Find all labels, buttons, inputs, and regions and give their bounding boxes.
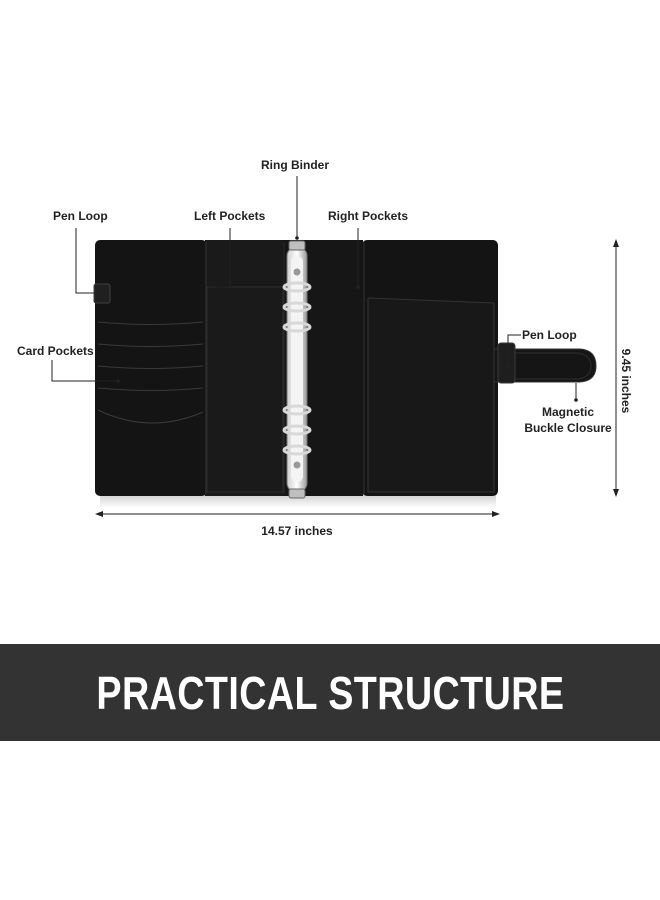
ring-clasp-top bbox=[288, 240, 306, 251]
rivet bbox=[293, 461, 301, 469]
magnetic-label-line2: Buckle Closure bbox=[524, 421, 612, 435]
height-dimension-arrow bbox=[613, 239, 619, 497]
right-pockets-label: Right Pockets bbox=[328, 209, 409, 223]
pen-loop-right-label: Pen Loop bbox=[522, 328, 577, 342]
binder-illustration bbox=[51, 176, 619, 517]
left-inner-panel bbox=[205, 240, 285, 496]
banner-title: PRACTICAL STRUCTURE bbox=[95, 666, 565, 719]
card-pockets-label: Card Pockets bbox=[17, 344, 94, 358]
ring-binder-label: Ring Binder bbox=[261, 158, 329, 172]
magnetic-strap bbox=[493, 348, 597, 383]
width-dimension-arrow bbox=[95, 511, 500, 517]
rivet bbox=[293, 268, 301, 276]
callout-lines bbox=[51, 176, 577, 400]
right-pocket bbox=[367, 297, 495, 493]
ring bbox=[282, 281, 312, 293]
ring bbox=[282, 321, 312, 333]
ring bbox=[282, 424, 312, 436]
left-pocket bbox=[206, 286, 284, 493]
binder-body bbox=[93, 240, 597, 496]
height-dimension-label: 9.45 inches bbox=[619, 348, 633, 414]
left-pockets-label: Left Pockets bbox=[194, 209, 266, 223]
title-banner: PRACTICAL STRUCTURE bbox=[0, 644, 660, 741]
ring-mechanism bbox=[282, 240, 312, 499]
ring bbox=[282, 444, 312, 456]
width-dimension-label: 14.57 inches bbox=[261, 524, 333, 538]
pen-loop-left-label: Pen Loop bbox=[53, 209, 108, 223]
right-pen-loop bbox=[497, 342, 516, 384]
ring-clasp-bottom bbox=[288, 488, 306, 499]
binder-shadow bbox=[100, 494, 496, 508]
magnetic-label-line1: Magnetic bbox=[541, 405, 595, 419]
card-pocket-stack bbox=[97, 321, 204, 424]
ring bbox=[282, 404, 312, 416]
ring bbox=[282, 301, 312, 313]
